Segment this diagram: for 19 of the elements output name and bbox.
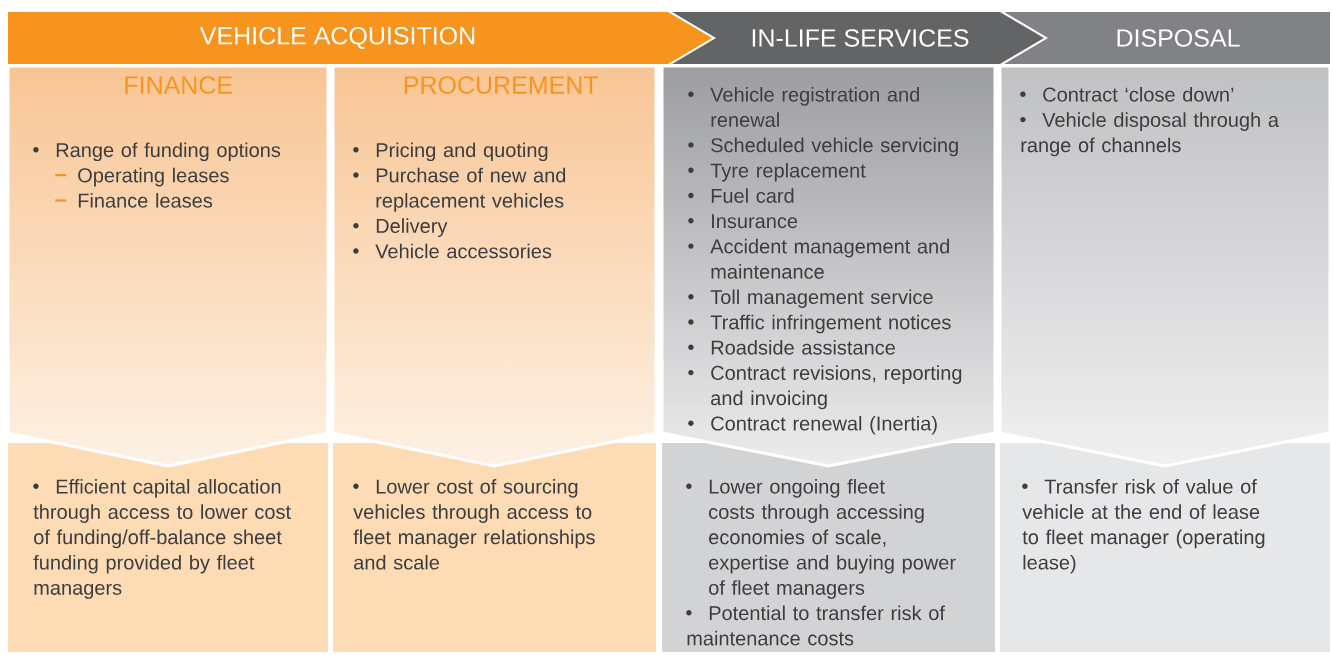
node-text: VEHICLE ACQUISITION [199,26,475,50]
node-text: DISPOSAL [1117,29,1240,47]
benefit-panel: Transfer risk of value of vehicle at the end of lease to fleet manager (operating lease) [1000,443,1330,652]
node-text: Lower ongoing fleet costs through accessing economies of scale, expertise and buying power of fleet managers Potential to transfer risk of maintenance costs [687,479,956,646]
node-text: Vehicle registration and renewal Scheduled vehicle servicing Tyre replacement Fuel card Insurance Accident management and maintenance Toll management service Traffic infringement notices Roadside assistance Contract revisions, reporting and invoicing Contract renewal (Inertia) [710,87,962,435]
stage-chevron: DISPOSAL [1004,12,1330,64]
service-panel: Contract ‘close down’ Vehicle disposal through a range of channels [998,64,1332,468]
benefit-panel: Lower cost of sourcing vehicles through access to fleet manager relationships and scale [333,443,656,652]
node-text: PROCUREMENT Pricing and quoting Purchase of new and replacement vehicles Delivery Vehicle accessories [375,76,599,259]
service-panel: Vehicle registration and renewal Scheduled vehicle servicing Tyre replacement Fuel card Insurance Accident management and maintenance Toll management service Traffic infringement notices Roadside assistance Contract revisions, reporting and invoicing Contract renewal (Inertia) [660,64,997,468]
stage-chevron: VEHICLE ACQUISITION [8,12,712,64]
stage-chevron: IN-LIFE SERVICES [672,12,1044,64]
node-text: Contract ‘close down’ Vehicle disposal through a range of channels [1021,87,1279,157]
benefit-panel: Lower ongoing fleet costs through accessing economies of scale, expertise and buying power of fleet managers Potential to transfer risk of maintenance costs [662,443,995,652]
service-panel: FINANCE Range of funding options Operating leases Finance leases [6,64,330,468]
benefit-panel: Efficient capital allocation through access to lower cost of funding/off-balance sheet funding provided by fleet managers [8,443,328,652]
service-panel: PROCUREMENT Pricing and quoting Purchase of new and replacement vehicles Delivery Vehicle accessories [331,64,658,468]
node-text: IN-LIFE SERVICES [752,29,969,47]
node-text: FINANCE Range of funding options Operating leases Finance leases [56,76,281,208]
